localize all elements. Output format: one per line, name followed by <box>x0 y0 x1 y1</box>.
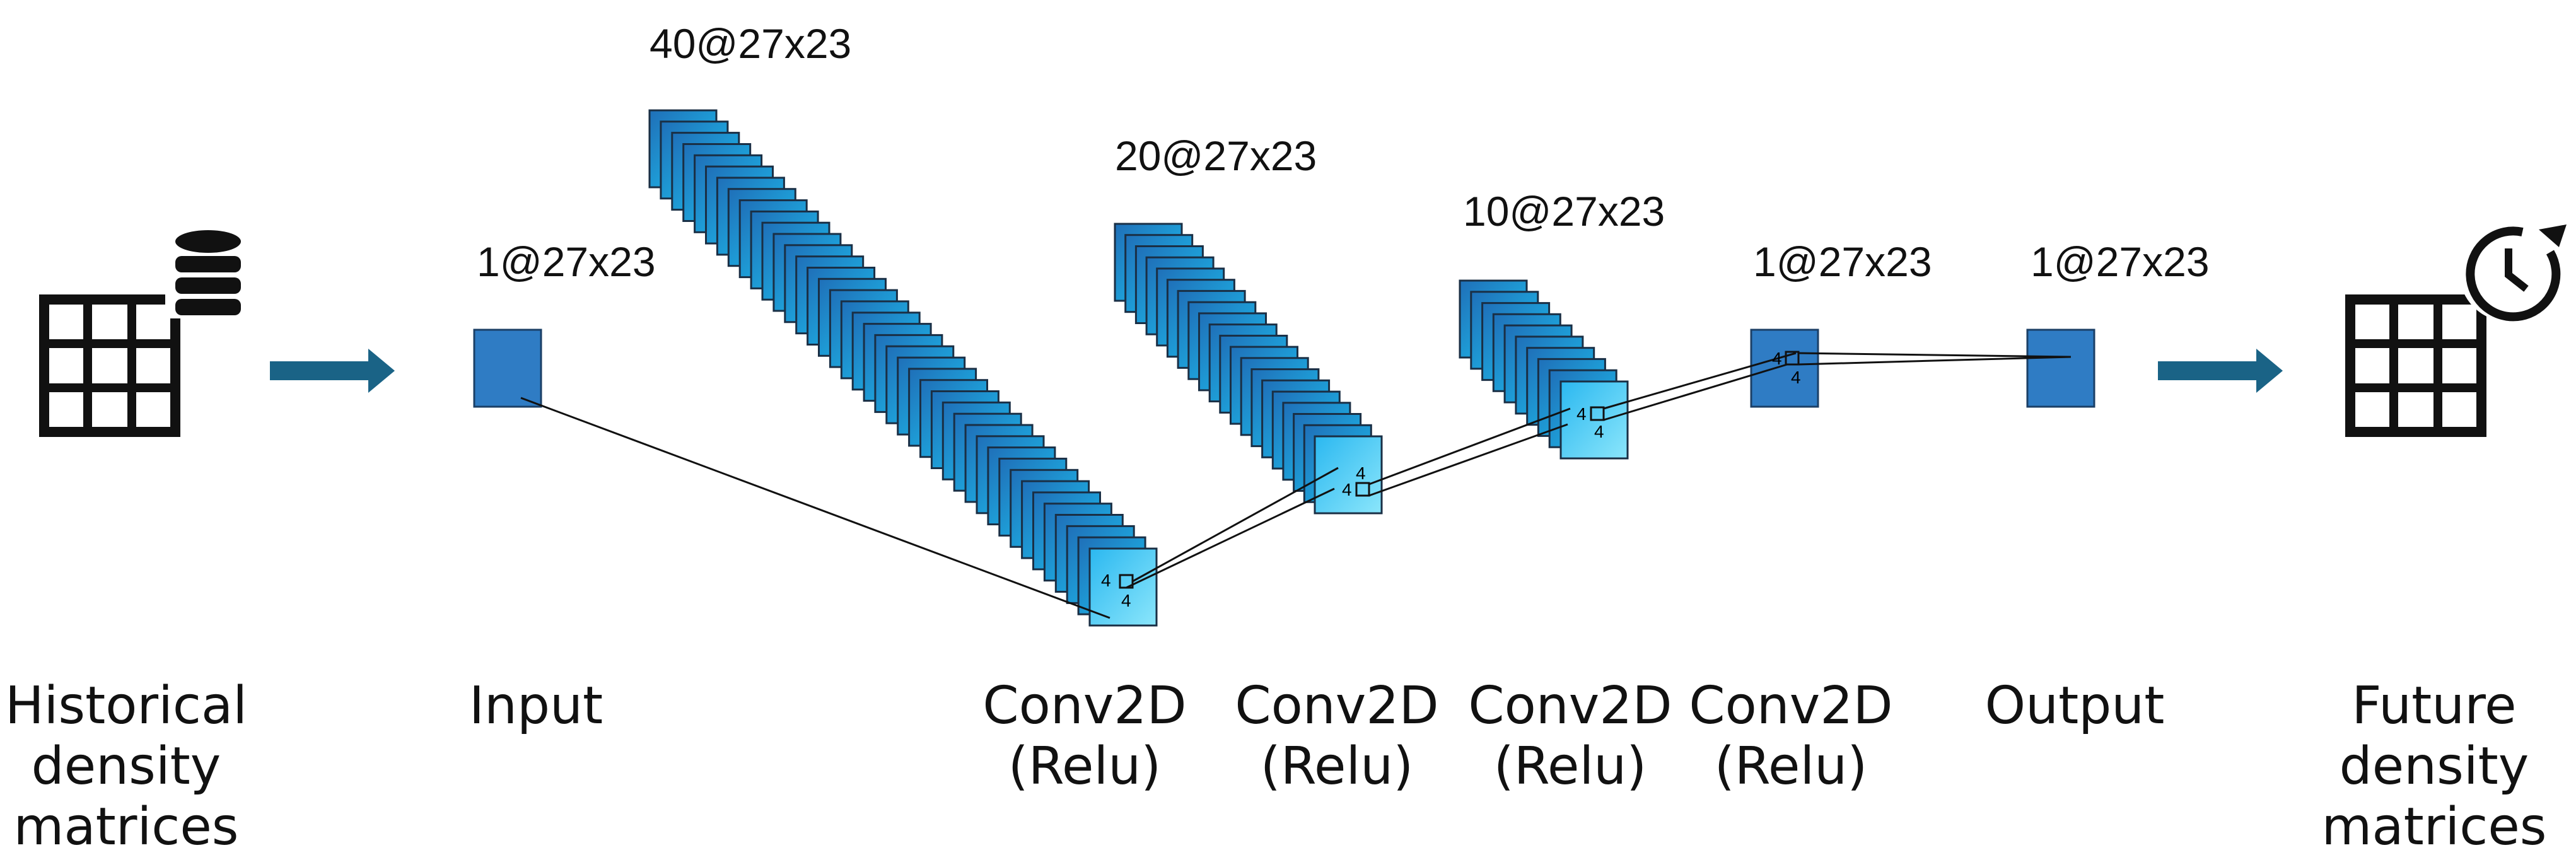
kernel-label-conv2-b: 4 <box>1342 480 1352 499</box>
caption-line: density <box>31 736 221 796</box>
caption-line: (Relu) <box>1260 736 1414 796</box>
caption-line: (Relu) <box>1714 736 1868 796</box>
caption-line: matrices <box>13 797 239 857</box>
kernel-label-conv4-b: 4 <box>1791 368 1801 387</box>
kernel-label-conv3-a: 4 <box>1576 404 1587 424</box>
caption-line: (Relu) <box>1008 736 1162 796</box>
conv1-feature-maps <box>648 109 1158 627</box>
flow-arrow-right <box>2158 349 2283 393</box>
flow-arrow-left <box>270 349 395 393</box>
conv3-feature-maps <box>1459 279 1629 460</box>
kernel-box-conv2 <box>1355 482 1370 497</box>
caption-historical-density: Historical density matrices <box>0 676 252 858</box>
caption-line: Input <box>469 676 603 736</box>
feature-map <box>1088 547 1158 627</box>
kernel-box-conv4 <box>1785 351 1800 366</box>
caption-conv4: Conv2D (Relu) <box>1677 676 1904 797</box>
kernel-label-conv2-a: 4 <box>1356 463 1366 483</box>
caption-conv1: Conv2D (Relu) <box>971 676 1198 797</box>
conv1-shape-label: 40@27x23 <box>650 20 852 67</box>
input-layer <box>473 329 542 408</box>
table-clock-icon <box>2345 223 2567 437</box>
caption-line: Future <box>2352 676 2517 736</box>
kernel-label-conv3-b: 4 <box>1594 422 1604 441</box>
kernel-label-conv4-a: 4 <box>1772 349 1782 368</box>
input-shape-label: 1@27x23 <box>477 238 656 285</box>
conv4-shape-label: 1@27x23 <box>1753 238 1932 285</box>
caption-line: Conv2D <box>1235 676 1439 736</box>
caption-conv3: Conv2D (Relu) <box>1457 676 1684 797</box>
conv2-feature-maps <box>1114 223 1383 515</box>
caption-conv2: Conv2D (Relu) <box>1223 676 1450 797</box>
table-database-icon <box>39 227 247 437</box>
output-shape-label: 1@27x23 <box>2031 238 2210 285</box>
caption-line: Conv2D <box>1689 676 1893 736</box>
kernel-label-conv1-b: 4 <box>1121 591 1131 610</box>
conv3-shape-label: 10@27x23 <box>1463 188 1665 235</box>
caption-line: Conv2D <box>1468 676 1672 736</box>
caption-input: Input <box>441 676 631 736</box>
kernel-box-conv3 <box>1590 406 1605 421</box>
conv2-shape-label: 20@27x23 <box>1115 132 1317 179</box>
caption-output: Output <box>1967 676 2182 736</box>
conv4-layer <box>1750 329 1819 408</box>
output-layer <box>2026 329 2095 408</box>
caption-line: Output <box>1984 676 2165 736</box>
caption-line: (Relu) <box>1493 736 1647 796</box>
kernel-label-conv1-a: 4 <box>1101 571 1111 590</box>
caption-future-density: Future density matrices <box>2308 676 2560 858</box>
caption-line: density <box>2339 736 2529 796</box>
caption-line: Historical <box>4 676 248 736</box>
caption-line: Conv2D <box>982 676 1187 736</box>
connection-lines <box>520 352 2072 619</box>
caption-line: matrices <box>2321 797 2547 857</box>
